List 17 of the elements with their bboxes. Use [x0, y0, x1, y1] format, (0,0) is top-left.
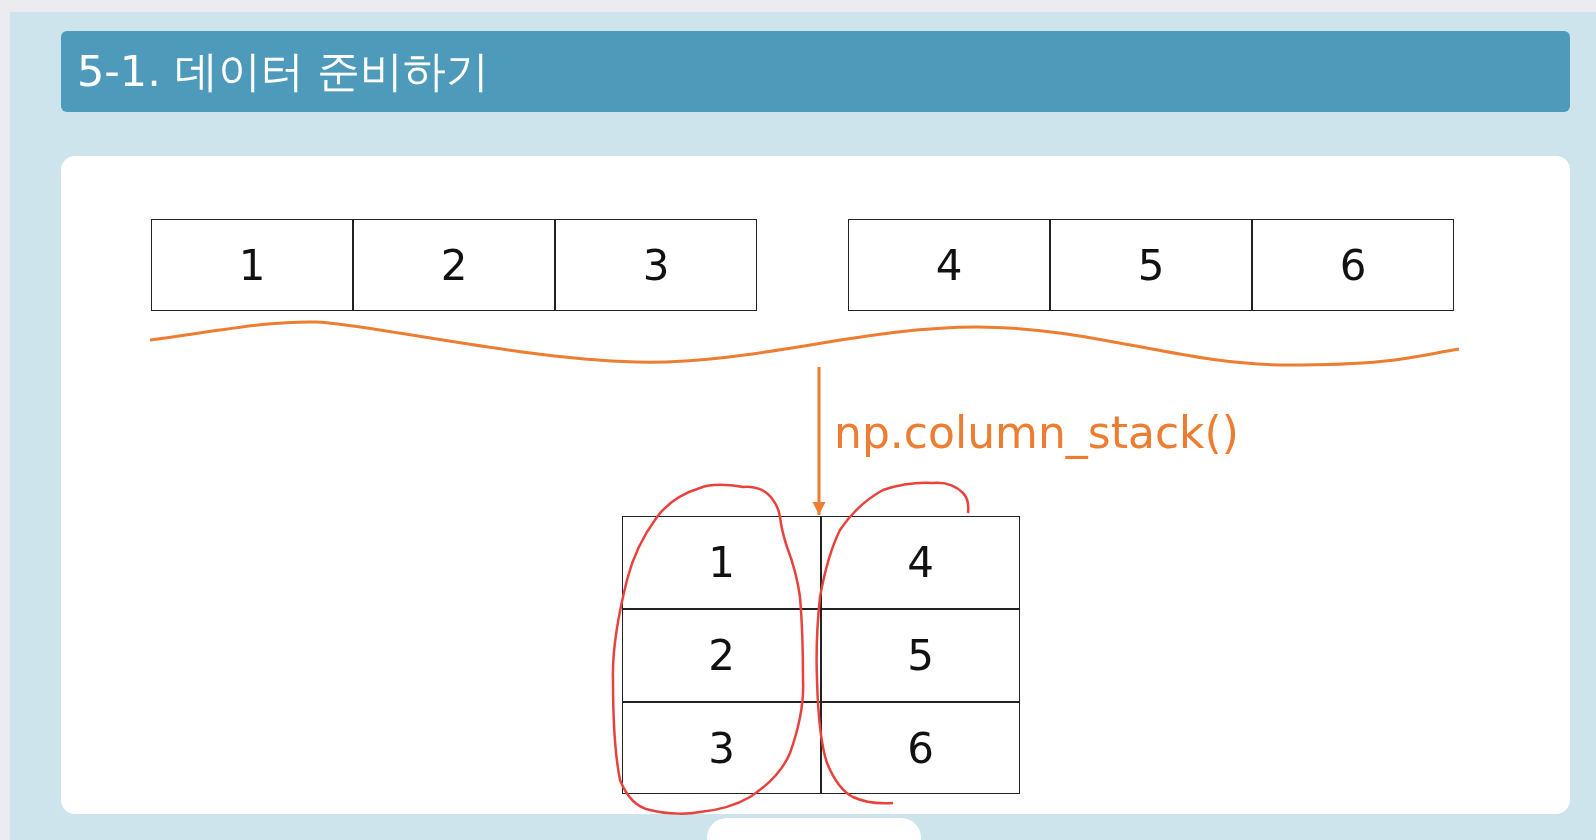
array-cell: 5: [821, 609, 1020, 702]
array-cell: 1: [151, 219, 353, 311]
array-cell: 6: [821, 702, 1020, 794]
array-cell: 5: [1050, 219, 1252, 311]
array-box: [848, 219, 1454, 311]
slide-title: 5-1. 데이터 준비하기: [77, 45, 490, 98]
array-cell: 2: [353, 219, 555, 311]
array-cell: 4: [848, 219, 1050, 311]
array-cell: 3: [555, 219, 757, 311]
result-table: [622, 516, 1020, 794]
array-box: [151, 219, 757, 311]
array-cell: 4: [821, 516, 1020, 609]
array-cell: 1: [622, 516, 821, 609]
array-cell: 3: [622, 702, 821, 794]
arrow: [812, 367, 826, 515]
array-cell: 2: [622, 609, 821, 702]
array-cell: 6: [1252, 219, 1454, 311]
